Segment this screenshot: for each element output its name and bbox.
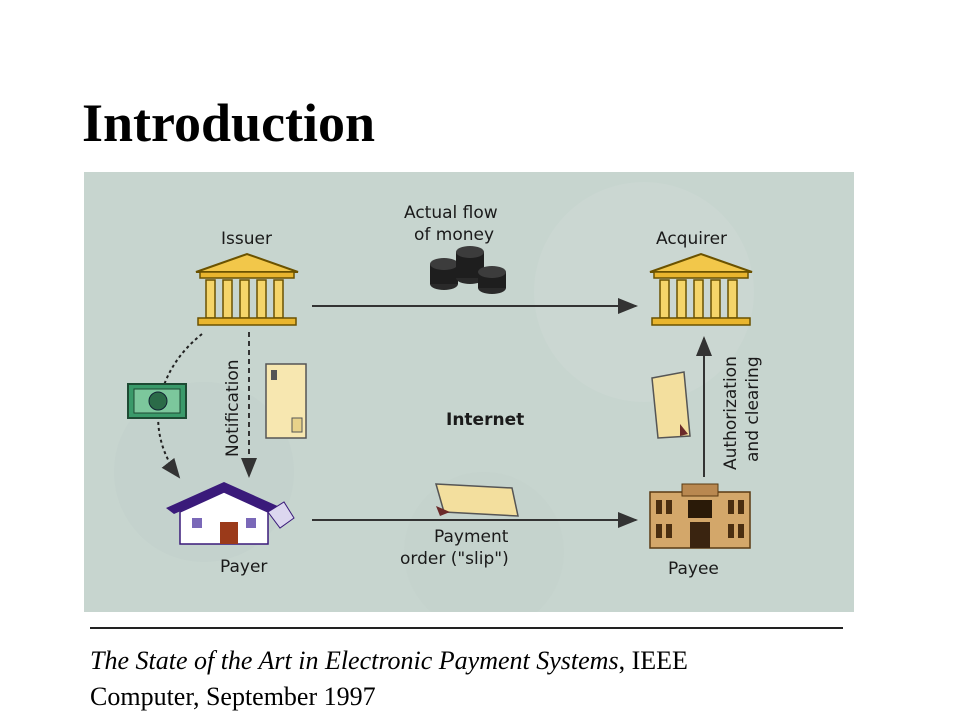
payee-label: Payee (668, 559, 719, 579)
citation: The State of the Art in Electronic Payme… (90, 643, 850, 715)
slide-title: Introduction (82, 93, 376, 153)
citation-publisher: , IEEE (618, 646, 688, 675)
payee-shop-icon (649, 483, 751, 549)
payer-label: Payer (220, 557, 267, 577)
issuer-label: Issuer (221, 229, 272, 249)
authorization-label-line1: Authorization (721, 356, 741, 470)
issuer-bank-icon (195, 252, 299, 326)
internet-label: Internet (446, 410, 524, 430)
envelope-icon (265, 363, 307, 439)
citation-date: Computer, September 1997 (90, 682, 376, 711)
money-flow-label-line1: Actual flow (404, 203, 498, 223)
citation-title: The State of the Art in Electronic Payme… (90, 646, 619, 675)
money-flow-label-line2: of money (414, 225, 494, 245)
notification-label: Notification (223, 359, 243, 457)
acquirer-label: Acquirer (656, 229, 727, 249)
coins-icon (430, 246, 506, 294)
payment-label-line2: order ("slip") (400, 549, 509, 569)
payment-system-diagram: Issuer Acquirer Actual flow of money (84, 172, 854, 612)
payment-slip-icon (434, 483, 519, 517)
citation-divider (90, 627, 843, 629)
slip-icon-vertical (651, 371, 691, 439)
payment-label-line1: Payment (434, 527, 509, 547)
payer-house-icon (166, 482, 295, 545)
banknote-icon (127, 383, 187, 419)
diagram-canvas: Issuer Acquirer Actual flow of money (84, 172, 854, 612)
acquirer-bank-icon (649, 252, 753, 326)
authorization-label-line2: and clearing (743, 356, 763, 462)
